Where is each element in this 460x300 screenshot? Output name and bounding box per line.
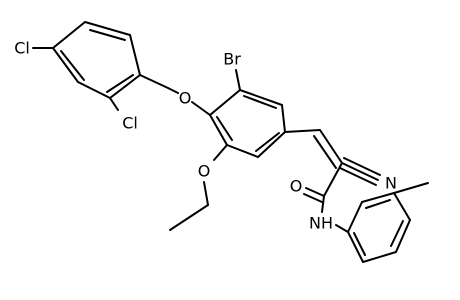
bond: [347, 201, 363, 233]
bond-layer: [32, 21, 429, 263]
bond: [347, 231, 364, 263]
atom-label-layer: Cl Cl Br O O O N NH: [14, 39, 397, 233]
bond: [341, 162, 379, 181]
atom-label-cl-top: Cl: [14, 39, 30, 58]
atom-label-o-carbonyl: O: [290, 177, 303, 196]
bond: [257, 131, 286, 158]
bond: [239, 89, 283, 106]
bond: [213, 144, 228, 161]
bond: [109, 97, 119, 111]
bond: [319, 129, 343, 164]
bond: [305, 187, 325, 197]
atom-label-o-benzyloxy: O: [179, 89, 192, 108]
bond: [129, 34, 141, 76]
bond: [335, 224, 349, 233]
bond: [89, 29, 126, 41]
bond: [393, 192, 411, 221]
bond: [365, 199, 391, 209]
bond: [52, 47, 79, 83]
bond: [313, 135, 337, 169]
bond: [235, 69, 241, 91]
atom-label-br: Br: [223, 50, 241, 69]
bond: [167, 87, 179, 94]
bond: [323, 162, 343, 197]
atom-label-nh-amide: NH: [309, 214, 333, 233]
bond: [60, 50, 85, 81]
bond: [343, 157, 381, 176]
atom-label-n-nitrile: N: [385, 174, 397, 193]
bond: [139, 74, 169, 89]
atom-label-cl-bottom: Cl: [122, 114, 138, 133]
bond: [339, 167, 377, 186]
bond: [106, 74, 134, 93]
bond: [216, 116, 233, 141]
bond: [362, 251, 397, 263]
bond: [361, 192, 395, 203]
bond: [321, 195, 325, 213]
bond: [303, 193, 323, 203]
bond: [191, 101, 211, 116]
bond: [281, 104, 286, 133]
bond: [390, 220, 404, 247]
bond: [353, 232, 366, 256]
bond: [109, 74, 141, 99]
bond: [284, 129, 321, 133]
bond: [209, 114, 228, 146]
bond: [203, 181, 209, 206]
atom-label-o-ethoxy: O: [198, 162, 211, 181]
bond: [243, 95, 277, 109]
bond: [255, 132, 280, 152]
bond: [77, 81, 111, 99]
bond: [209, 89, 241, 116]
bond: [226, 144, 259, 158]
bond: [393, 182, 429, 194]
bond: [84, 21, 131, 36]
bond: [169, 204, 209, 231]
bond: [395, 219, 411, 253]
bond: [52, 21, 86, 49]
